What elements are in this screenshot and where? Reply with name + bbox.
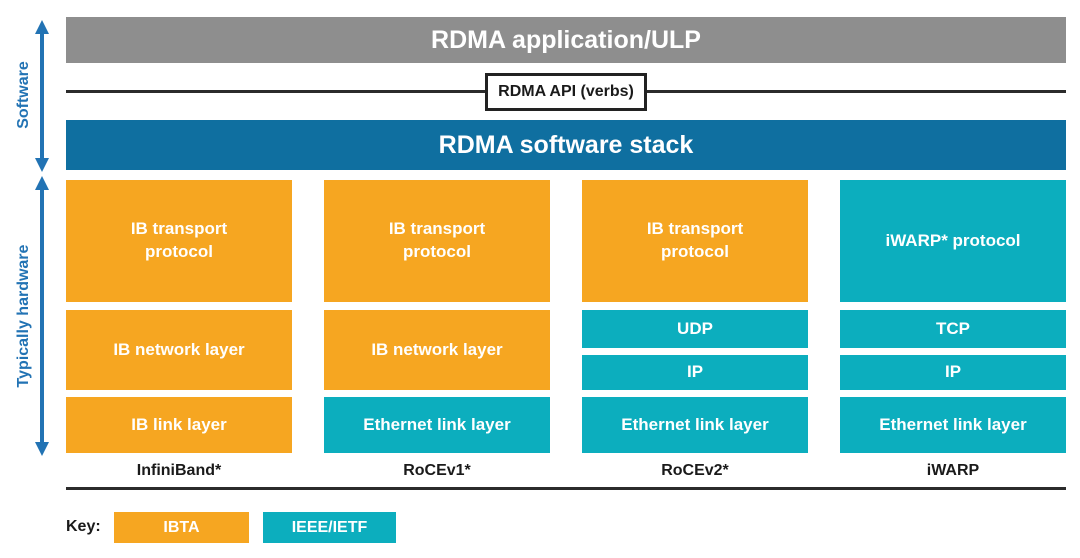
infiniband-transport-box: IB transport protocol <box>66 180 292 302</box>
rocev1-transport-box: IB transport protocol <box>324 180 550 302</box>
rdma-application-ulp-bar: RDMA application/ULP <box>66 17 1066 63</box>
column-label-iwarp: iWARP <box>926 462 980 479</box>
footer-divider-line <box>66 487 1066 490</box>
key-swatch-ieee-ietf: IEEE/IETF <box>263 512 396 543</box>
typically-hardware-side-label: Typically hardware <box>15 244 32 388</box>
infiniband-link-box: IB link layer <box>66 397 292 453</box>
key-label: Key: <box>66 518 101 535</box>
rdma-api-verbs-box: RDMA API (verbs) <box>485 73 647 111</box>
rocev1-link-box: Ethernet link layer <box>324 397 550 453</box>
iwarp-tcp-box: TCP <box>840 310 1066 348</box>
rdma-software-stack-bar: RDMA software stack <box>66 120 1066 170</box>
rocev2-transport-box: IB transport protocol <box>582 180 808 302</box>
software-span-arrow-icon <box>35 20 49 172</box>
iwarp-ip-box: IP <box>840 355 1066 390</box>
iwarp-protocol-box: iWARP* protocol <box>840 180 1066 302</box>
rocev2-link-box: Ethernet link layer <box>582 397 808 453</box>
rocev2-ip-box: IP <box>582 355 808 390</box>
column-label-infiniband: InfiniBand* <box>136 462 222 479</box>
hardware-span-arrow-icon <box>35 176 49 456</box>
column-label-rocev2: RoCEv2* <box>661 462 729 479</box>
infiniband-network-box: IB network layer <box>66 310 292 390</box>
key-swatch-ibta: IBTA <box>114 512 249 543</box>
column-label-rocev1: RoCEv1* <box>403 462 471 479</box>
rocev1-network-box: IB network layer <box>324 310 550 390</box>
rocev2-udp-box: UDP <box>582 310 808 348</box>
iwarp-link-box: Ethernet link layer <box>840 397 1066 453</box>
software-side-label: Software <box>15 61 32 129</box>
